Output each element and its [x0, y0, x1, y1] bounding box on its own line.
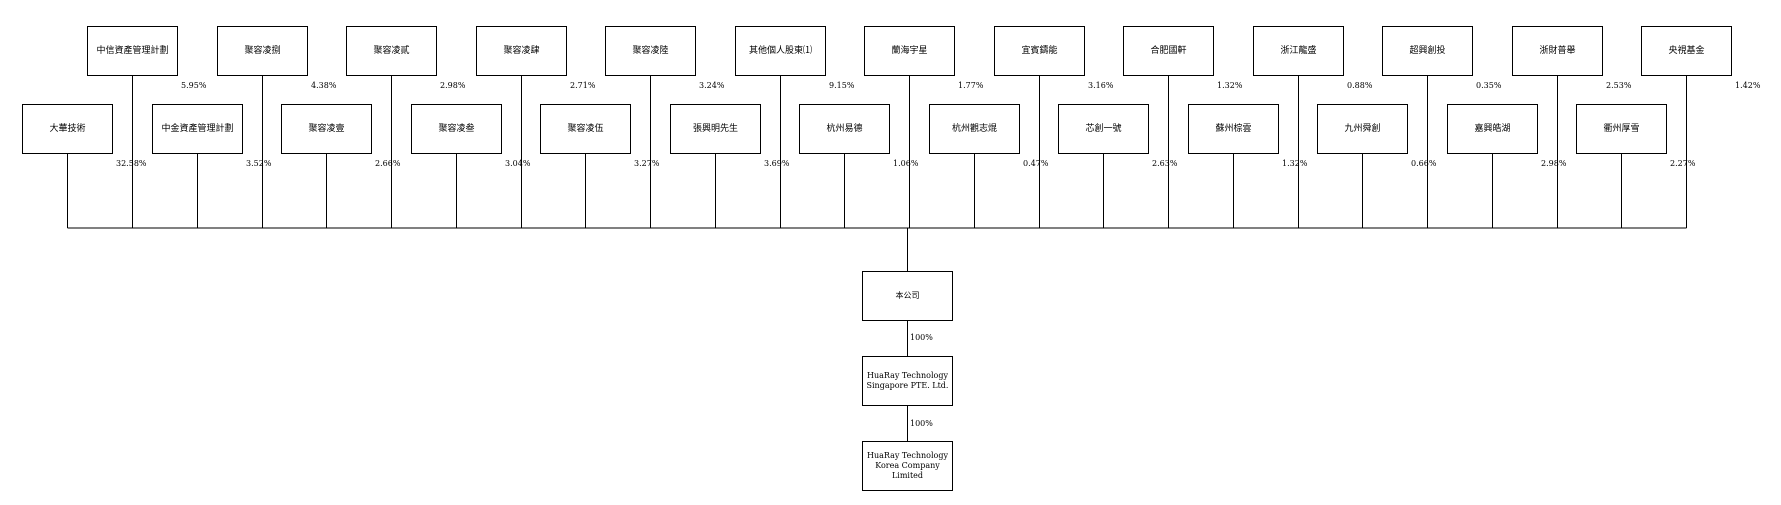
shareholder-name: 聚容凌陸	[632, 45, 669, 56]
shareholding-pct: 0.35%	[1476, 81, 1502, 90]
shareholder-box-top-7: 宜賓鑄能	[994, 26, 1085, 76]
shareholder-name: 杭州易德	[826, 123, 863, 134]
shareholder-box-top-6: 蘭海宇星	[864, 26, 955, 76]
shareholding-pct: 1.32%	[1282, 159, 1308, 168]
shareholding-pct: 1.77%	[958, 81, 984, 90]
shareholder-name: 嘉興皓湖	[1474, 123, 1511, 134]
shareholding-pct: 5.95%	[181, 81, 207, 90]
shareholding-pct: 1.32%	[1217, 81, 1243, 90]
shareholder-name: 聚容凌壹	[308, 123, 345, 134]
shareholder-name: 浙財普舉	[1539, 45, 1576, 56]
shareholder-name: 宜賓鑄能	[1021, 45, 1058, 56]
shareholding-pct: 9.15%	[829, 81, 855, 90]
shareholder-name: 蘇州棕雲	[1215, 123, 1252, 134]
company-name: 本公司	[895, 291, 920, 300]
korea-subsidiary-name: HuaRay Technology Korea Company Limited	[866, 451, 948, 480]
shareholder-name: 杭州觀志焜	[951, 123, 997, 134]
shareholding-pct: 2.63%	[1152, 159, 1178, 168]
shareholder-box-bot-9: 蘇州棕雲	[1188, 104, 1279, 154]
shareholding-pct: 2.53%	[1606, 81, 1632, 90]
shareholder-name: 浙江龍盛	[1280, 45, 1317, 56]
shareholding-pct: 3.04%	[505, 159, 531, 168]
shareholding-pct: 3.52%	[246, 159, 272, 168]
shareholder-box-bot-12: 衢州厚雪	[1576, 104, 1667, 154]
shareholding-pct: 3.24%	[699, 81, 725, 90]
shareholding-pct: 3.69%	[764, 159, 790, 168]
korea-pct: 100%	[910, 419, 933, 428]
shareholder-name: 芯創一號	[1085, 123, 1122, 134]
shareholder-box-top-9: 浙江龍盛	[1253, 26, 1344, 76]
shareholder-box-top-5: 其他個人股東⑴	[735, 26, 826, 76]
shareholding-pct: 2.98%	[440, 81, 466, 90]
shareholder-box-top-1: 聚容凌捌	[217, 26, 308, 76]
shareholder-box-bot-11: 嘉興皓湖	[1447, 104, 1538, 154]
shareholder-box-top-12: 央視基金	[1641, 26, 1732, 76]
shareholding-pct: 0.66%	[1411, 159, 1437, 168]
shareholder-name: 聚容凌捌	[244, 45, 281, 56]
shareholder-box-top-0: 中信資產管理計劃	[87, 26, 178, 76]
singapore-pct: 100%	[910, 333, 933, 342]
korea-subsidiary-box: HuaRay Technology Korea Company Limited	[862, 441, 953, 491]
shareholder-box-top-3: 聚容凌肆	[476, 26, 567, 76]
company-box: 本公司	[862, 271, 953, 321]
shareholder-name: 其他個人股東⑴	[748, 45, 812, 56]
shareholding-pct: 3.16%	[1088, 81, 1114, 90]
shareholder-box-bot-5: 張興明先生	[670, 104, 761, 154]
shareholding-pct: 2.71%	[570, 81, 596, 90]
shareholder-name: 大華技術	[49, 123, 86, 134]
singapore-subsidiary-name: HuaRay Technology Singapore PTE. Ltd.	[866, 371, 949, 390]
shareholder-box-top-2: 聚容凌貳	[346, 26, 437, 76]
shareholder-name: 聚容凌貳	[373, 45, 410, 56]
shareholder-box-bot-0: 大華技術	[22, 104, 113, 154]
shareholder-box-bot-8: 芯創一號	[1058, 104, 1149, 154]
shareholding-pct: 0.88%	[1347, 81, 1373, 90]
shareholding-pct: 1.06%	[893, 159, 919, 168]
shareholding-pct: 32.58%	[116, 159, 147, 168]
shareholder-box-bot-2: 聚容凌壹	[281, 104, 372, 154]
shareholder-name: 九州舜創	[1344, 123, 1381, 134]
shareholder-name: 聚容凌叁	[438, 123, 475, 134]
shareholder-name: 合肥國軒	[1150, 45, 1187, 56]
shareholder-box-top-4: 聚容凌陸	[605, 26, 696, 76]
shareholder-name: 蘭海宇星	[891, 45, 928, 56]
shareholder-box-bot-3: 聚容凌叁	[411, 104, 502, 154]
shareholder-box-bot-6: 杭州易德	[799, 104, 890, 154]
shareholder-name: 聚容凌肆	[503, 45, 540, 56]
shareholding-pct: 1.42%	[1735, 81, 1761, 90]
shareholder-name: 中金資產管理計劃	[161, 123, 234, 134]
shareholder-box-bot-10: 九州舜創	[1317, 104, 1408, 154]
shareholder-name: 中信資產管理計劃	[96, 45, 169, 56]
shareholder-name: 央視基金	[1668, 45, 1705, 56]
shareholder-name: 超興創投	[1409, 45, 1446, 56]
shareholder-name: 衢州厚雪	[1603, 123, 1640, 134]
shareholder-box-top-8: 合肥國軒	[1123, 26, 1214, 76]
shareholder-box-bot-1: 中金資產管理計劃	[152, 104, 243, 154]
shareholder-box-top-11: 浙財普舉	[1512, 26, 1603, 76]
shareholding-pct: 3.27%	[634, 159, 660, 168]
shareholder-box-bot-4: 聚容凌伍	[540, 104, 631, 154]
shareholding-pct: 4.38%	[311, 81, 337, 90]
shareholding-pct: 2.98%	[1541, 159, 1567, 168]
shareholder-name: 聚容凌伍	[567, 123, 604, 134]
shareholding-pct: 2.27%	[1670, 159, 1696, 168]
shareholding-pct: 0.47%	[1023, 159, 1049, 168]
shareholder-box-bot-7: 杭州觀志焜	[929, 104, 1020, 154]
shareholder-name: 張興明先生	[692, 123, 738, 134]
shareholding-pct: 2.66%	[375, 159, 401, 168]
shareholder-box-top-10: 超興創投	[1382, 26, 1473, 76]
singapore-subsidiary-box: HuaRay Technology Singapore PTE. Ltd.	[862, 356, 953, 406]
